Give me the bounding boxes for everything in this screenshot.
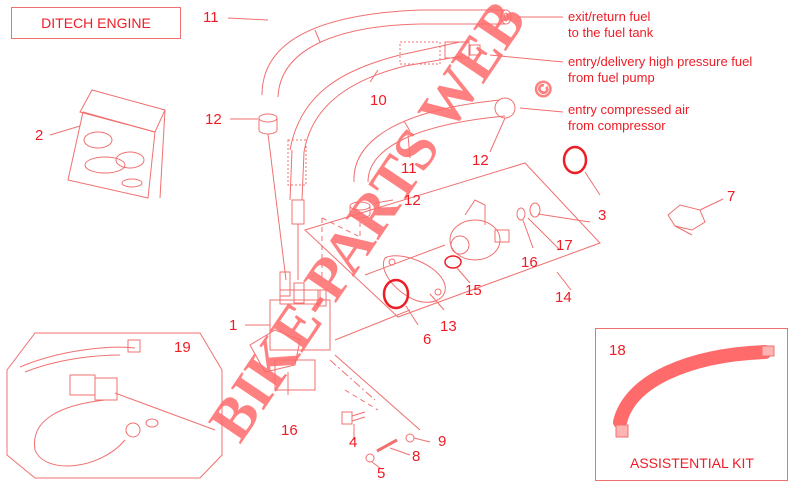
hose-clamp-12-middle bbox=[349, 201, 371, 219]
hose-11-top bbox=[261, 9, 512, 98]
watermark-text: BIKE-PARTS WEB bbox=[196, 0, 538, 452]
note-entry-delivery-1: entry/delivery high pressure fuel bbox=[568, 54, 753, 69]
callout-19[interactable]: 19 bbox=[174, 339, 191, 356]
assistential-kit-label: ASSISTENTIAL KIT bbox=[630, 455, 754, 471]
callout-13[interactable]: 13 bbox=[440, 318, 457, 335]
stud-8 bbox=[376, 438, 398, 453]
valve-body-1 bbox=[249, 271, 421, 431]
note-entry-delivery-2: from fuel pump bbox=[568, 70, 655, 85]
watermark: BIKE-PARTS WEB © bbox=[196, 0, 559, 452]
hose-11-middle bbox=[353, 97, 516, 183]
o-ring-6 bbox=[382, 278, 410, 310]
pump-assembly bbox=[449, 199, 541, 261]
callout-18[interactable]: 18 bbox=[609, 342, 626, 359]
clip-7 bbox=[667, 204, 706, 236]
note-exit-return-1: exit/return fuel bbox=[568, 9, 651, 24]
callout-1[interactable]: 1 bbox=[229, 317, 238, 334]
callout-15[interactable]: 15 bbox=[465, 282, 482, 299]
hose-clamp-12-left bbox=[258, 113, 278, 135]
callout-10[interactable]: 10 bbox=[370, 92, 387, 109]
callout-12[interactable]: 12 bbox=[205, 111, 222, 128]
callout-4[interactable]: 4 bbox=[349, 434, 358, 451]
callout-5[interactable]: 5 bbox=[377, 465, 386, 482]
callout-16[interactable]: 16 bbox=[281, 422, 298, 439]
callout-8[interactable]: 8 bbox=[412, 448, 421, 465]
callout-9[interactable]: 9 bbox=[438, 433, 447, 450]
callout-12[interactable]: 12 bbox=[472, 152, 489, 169]
note-entry-air-2: from compressor bbox=[568, 118, 666, 133]
assistential-hose-18 bbox=[613, 345, 775, 438]
callout-16[interactable]: 16 bbox=[521, 254, 538, 271]
callout-11[interactable]: 11 bbox=[401, 160, 417, 177]
callout-12[interactable]: 12 bbox=[404, 192, 421, 209]
callout-11[interactable]: 11 bbox=[203, 9, 219, 26]
o-ring-kit-bag-2 bbox=[67, 89, 166, 199]
callout-2[interactable]: 2 bbox=[35, 127, 44, 144]
callout-3[interactable]: 3 bbox=[598, 207, 607, 224]
callout-14[interactable]: 14 bbox=[555, 289, 572, 306]
bolt-4 bbox=[341, 411, 366, 425]
nut-5 bbox=[365, 453, 375, 463]
hose-10 bbox=[287, 41, 481, 225]
harness-outline-19 bbox=[6, 332, 223, 479]
wiring-harness-19 bbox=[19, 339, 216, 467]
callout-6[interactable]: 6 bbox=[423, 331, 432, 348]
watermark-copyright: © bbox=[528, 75, 558, 102]
note-entry-air-1: entry compressed air bbox=[568, 102, 690, 117]
callout-17[interactable]: 17 bbox=[556, 237, 573, 254]
washer-9 bbox=[405, 433, 415, 443]
callout-7[interactable]: 7 bbox=[727, 188, 736, 205]
kit-outline-14 bbox=[304, 162, 601, 318]
o-ring-15 bbox=[444, 255, 462, 269]
assistential-kit-box bbox=[595, 328, 788, 481]
note-exit-return-2: to the fuel tank bbox=[568, 25, 654, 40]
diagram-title: DITECH ENGINE bbox=[11, 7, 181, 39]
o-ring-3 bbox=[562, 145, 588, 175]
